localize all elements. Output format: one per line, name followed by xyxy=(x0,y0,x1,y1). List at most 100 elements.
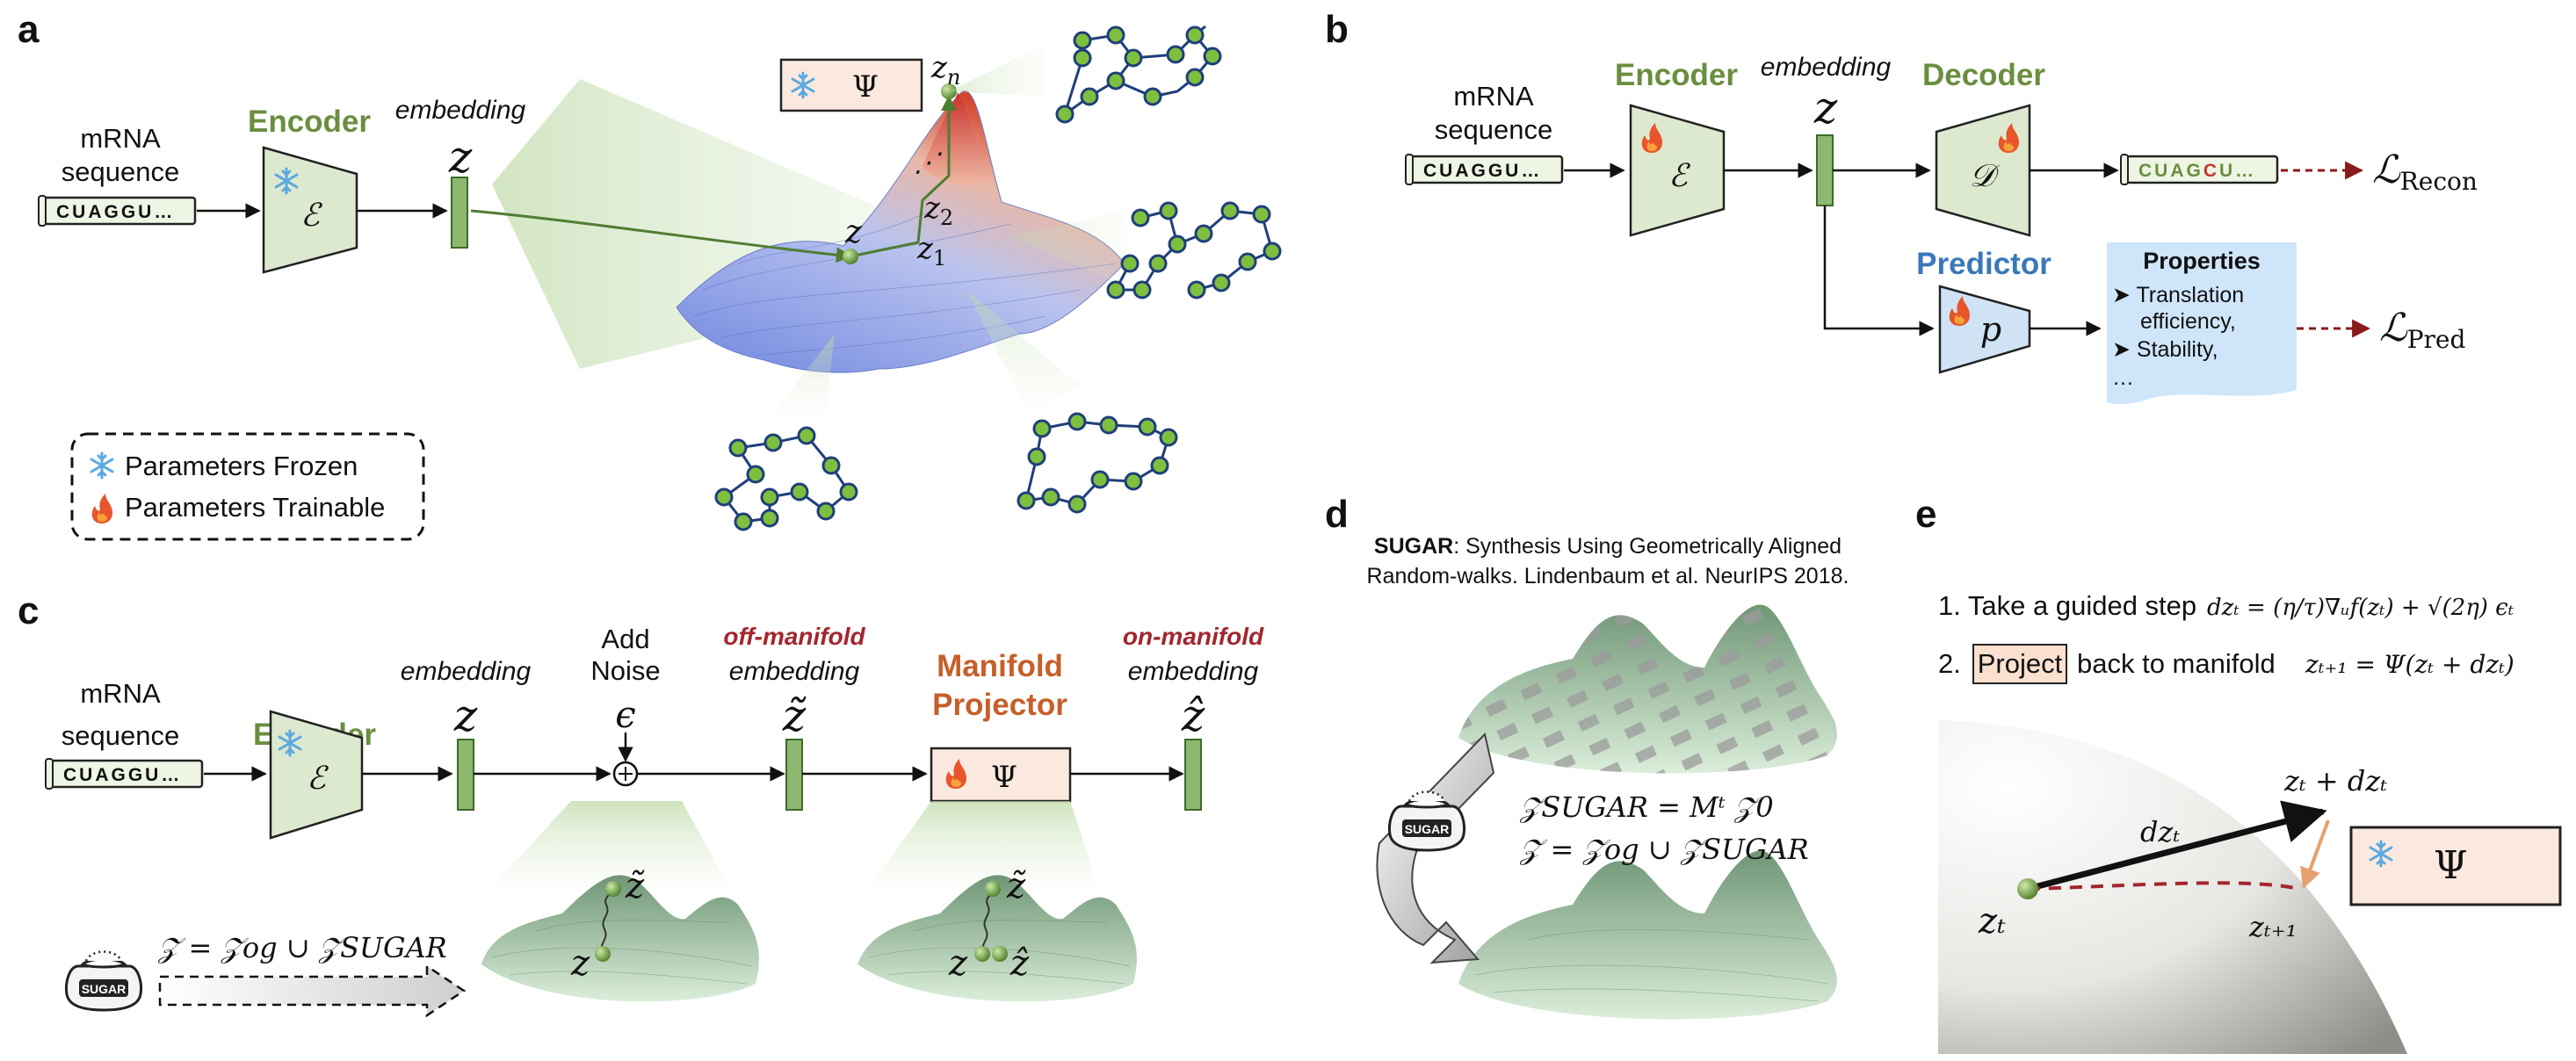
sequence-scroll: CUAGGU… xyxy=(37,194,197,227)
panel-d-letter: d xyxy=(1325,493,1349,536)
panel-e: e 1. Take a guided step dzₜ = (η/τ)∇ᵤf(z… xyxy=(1915,493,2562,1054)
noise-symbol: ϵ xyxy=(615,693,636,736)
noise-label: Add xyxy=(601,624,649,654)
manifold-surface xyxy=(481,875,1137,1002)
sugar-formula-1: 𝒵SUGAR = Mᵗ 𝒵0 xyxy=(1519,790,1774,824)
input-label: sequence xyxy=(1435,114,1552,145)
z-tilde-symbol: z̃ xyxy=(782,690,807,741)
sequence-text: CUAGGU… xyxy=(1423,161,1542,181)
properties-title: Properties xyxy=(2143,248,2261,274)
property-item: … xyxy=(2112,365,2134,390)
on-manifold-label: on-manifold xyxy=(1123,623,1264,650)
panel-d: d SUGAR: Synthesis Using Geometrically A… xyxy=(1325,493,1849,1020)
encoder-symbol: ℰ xyxy=(1668,158,1690,194)
properties-card xyxy=(2107,242,2297,404)
traj-z2: z2 xyxy=(923,191,953,230)
panel-e-letter: e xyxy=(1915,493,1936,536)
embedding-label: embedding xyxy=(729,657,860,686)
encoder-symbol: ℰ xyxy=(307,761,329,797)
sequence-text: CUAGGU… xyxy=(63,765,182,785)
predictor-symbol: p xyxy=(1980,310,2001,349)
step-1-text: 1. Take a guided step xyxy=(1938,590,2196,621)
sugar-citation: Random-walks. Lindenbaum et al. NeurIPS … xyxy=(1367,564,1849,588)
panel-b: b mRNA sequence CUAGGU… Encoder ℰ embedd… xyxy=(1325,8,2478,404)
projection-beam xyxy=(492,79,1010,369)
sequence-scroll: CUAGGU… xyxy=(44,757,204,790)
tip-label: zₜ + dzₜ xyxy=(2283,764,2387,798)
panel-b-letter: b xyxy=(1325,8,1349,51)
dataset-formula: 𝒵 = 𝒵og ∪ 𝒵SUGAR xyxy=(157,931,447,964)
legend-box xyxy=(70,432,425,541)
step-2-text: back to manifold xyxy=(2077,648,2276,679)
panel-c-letter: c xyxy=(18,589,39,632)
step-1-formula: dzₜ = (η/τ)∇ᵤf(zₜ) + √(2η) ϵₜ xyxy=(2207,595,2514,621)
panel-a-letter: a xyxy=(18,8,40,51)
panel-c: c mRNA sequence CUAGGU… Encoder ℰ embedd… xyxy=(18,589,1264,1018)
projection-label: zₜ₊₁ xyxy=(2248,910,2297,943)
embedding-bar xyxy=(451,177,468,249)
legend-frozen: Parameters Frozen xyxy=(125,451,358,481)
transform-arrow xyxy=(1376,732,1495,964)
output-sequence-scroll: CUAGCU… xyxy=(2119,153,2279,186)
point-marker xyxy=(2017,878,2038,899)
loss-pred: ℒPred xyxy=(2379,306,2465,354)
noise-label: Noise xyxy=(590,655,660,686)
sugar-title: SUGAR: Synthesis Using Geometrically Ali… xyxy=(1374,534,1842,559)
sack-label: SUGAR xyxy=(82,982,127,996)
z-label: z xyxy=(570,943,590,984)
step-arrow xyxy=(2027,800,2327,892)
point-label: zₜ xyxy=(1978,901,2006,942)
sack-label: SUGAR xyxy=(1405,822,1450,836)
z-symbol: z xyxy=(448,132,473,183)
projector-symbol: Ψ xyxy=(2434,843,2468,888)
z-symbol: z xyxy=(1813,83,1838,134)
input-label: mRNA xyxy=(80,678,161,709)
embedding-bar xyxy=(1184,739,1202,811)
property-item: ➤ Translation xyxy=(2112,283,2244,307)
traj-dots: ⋰ xyxy=(914,148,942,178)
input-label: mRNA xyxy=(1453,81,1534,112)
z-hat-symbol: ẑ xyxy=(1181,690,1205,741)
projector-box xyxy=(2349,826,2562,906)
encoder-title: Encoder xyxy=(1615,58,1738,92)
input-label: sequence xyxy=(62,156,179,187)
step-2-project: Project xyxy=(1978,648,2063,679)
projector-title: Manifold xyxy=(937,649,1063,683)
manifold-sphere xyxy=(1938,720,2407,1054)
decoder-title: Decoder xyxy=(1922,58,2045,92)
embedding-label: embedding xyxy=(1761,53,1892,82)
embedding-bar xyxy=(1816,134,1834,206)
encoder-title: Encoder xyxy=(248,105,371,139)
z-tilde-label: z̃ xyxy=(625,866,645,906)
panel-a: a mRNA sequence CUAGGU… Encoder ℰ embedd… xyxy=(18,8,1282,541)
dataset-arrow xyxy=(158,964,467,1018)
step-2-prefix: 2. xyxy=(1938,648,1961,679)
embedding-bar xyxy=(785,739,803,811)
sugar-surface-bottom xyxy=(1458,850,1837,1020)
sequence-text: CUAGGU… xyxy=(56,202,175,222)
arrow-label: dzₜ xyxy=(2140,815,2180,848)
decoder-block xyxy=(1935,104,2031,237)
embedding-label: embedding xyxy=(401,657,532,686)
project-highlight xyxy=(1972,644,2067,684)
property-item: efficiency, xyxy=(2140,309,2236,334)
embedding-bar xyxy=(457,739,474,811)
output-sequence-text: CUAGCU… xyxy=(2138,161,2256,181)
off-manifold-label: off-manifold xyxy=(723,623,865,650)
encoder-symbol: ℰ xyxy=(300,198,322,234)
latent-landscape xyxy=(676,90,1125,373)
projection-arrow xyxy=(2300,819,2330,890)
sugar-sack-icon xyxy=(65,950,142,1012)
embedding-label: embedding xyxy=(395,96,526,125)
input-label: sequence xyxy=(62,720,179,751)
embedding-label: embedding xyxy=(1128,657,1259,686)
traj-z: z xyxy=(844,214,863,250)
step-2-formula: zₜ₊₁ = Ψ(zₜ + dzₜ) xyxy=(2305,650,2514,679)
input-label: mRNA xyxy=(80,123,161,154)
sequence-scroll: CUAGGU… xyxy=(1404,153,1564,186)
z-tilde-label: z̃ xyxy=(1006,866,1026,906)
sugar-surface-top xyxy=(1458,604,1837,774)
sugar-formula-2: 𝒵 = 𝒵og ∪ 𝒵SUGAR xyxy=(1519,833,1809,866)
traj-zn: zn xyxy=(930,50,960,90)
